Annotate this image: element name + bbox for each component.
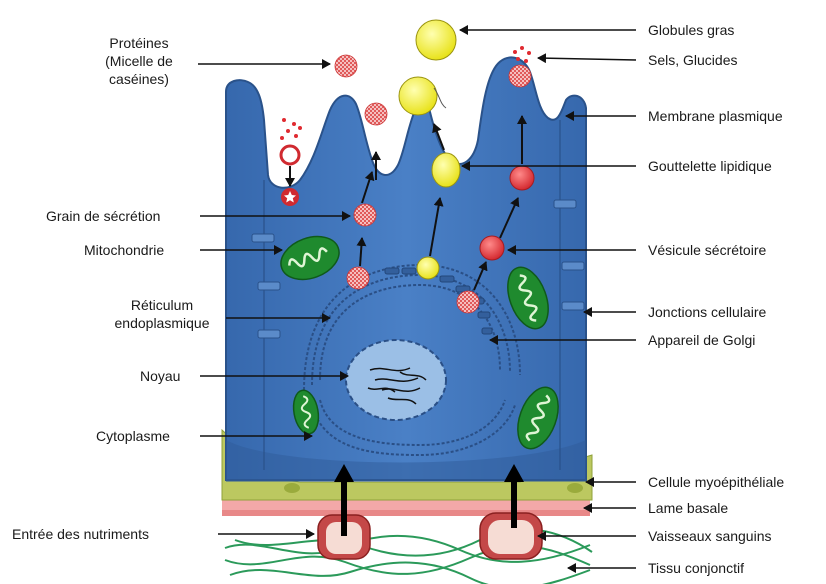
- label-secretion-grain: Grain de sécrétion: [46, 207, 160, 225]
- label-cell-junctions: Jonctions cellulaire: [648, 303, 766, 321]
- label-nucleus: Noyau: [140, 367, 180, 385]
- label-proteins-line1: Protéines: [84, 34, 194, 52]
- label-blood-vessels: Vaisseaux sanguins: [648, 527, 771, 545]
- label-myoepithelial: Cellule myoépithéliale: [648, 473, 784, 491]
- label-nutrient-entry: Entrée des nutriments: [12, 525, 149, 543]
- label-er: Réticulum endoplasmique: [100, 296, 224, 332]
- label-salts-sugars: Sels, Glucides: [648, 51, 737, 69]
- label-proteins-line3: caséines): [84, 70, 194, 88]
- label-er-line2: endoplasmique: [100, 314, 224, 332]
- label-secretory-vesicle: Vésicule sécrétoire: [648, 241, 766, 259]
- label-golgi: Appareil de Golgi: [648, 331, 755, 349]
- label-er-line1: Réticulum: [100, 296, 224, 314]
- label-mitochondria: Mitochondrie: [84, 241, 164, 259]
- label-cytoplasm: Cytoplasme: [96, 427, 170, 445]
- nucleus: [346, 340, 446, 420]
- label-plasma-membrane: Membrane plasmique: [648, 107, 783, 125]
- label-basal-lamina: Lame basale: [648, 499, 728, 517]
- label-proteins-line2: (Micelle de: [84, 52, 194, 70]
- label-fat-globules: Globules gras: [648, 21, 734, 39]
- label-connective-tissue: Tissu conjonctif: [648, 559, 744, 577]
- label-proteins: Protéines (Micelle de caséines): [84, 34, 194, 88]
- label-lipid-droplet: Gouttelette lipidique: [648, 157, 772, 175]
